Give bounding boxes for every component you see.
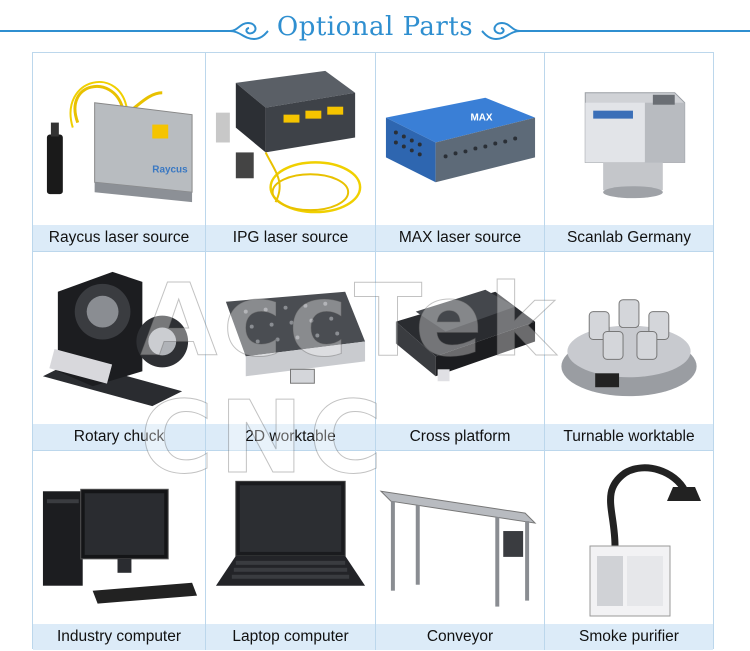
part-industry-computer: Industry computer xyxy=(33,451,206,650)
laptop-icon xyxy=(206,451,375,624)
part-raycus-laser-source: Raycus Raycus laser source xyxy=(33,53,206,252)
part-conveyor: Conveyor xyxy=(376,451,545,650)
part-label: Turnable worktable xyxy=(545,424,713,450)
header: Optional Parts xyxy=(0,0,750,52)
header-rule-right xyxy=(545,30,750,32)
scan-head-icon xyxy=(545,53,713,225)
parts-grid: Raycus Raycus laser source IPG laser sou… xyxy=(32,52,714,650)
swirl-ornament-right-icon xyxy=(481,21,548,41)
part-label: Scanlab Germany xyxy=(545,225,713,251)
laser-source-icon: MAX xyxy=(376,53,544,225)
part-smoke-purifier: Smoke purifier xyxy=(545,451,713,650)
rotary-chuck-icon xyxy=(33,252,205,424)
header-rule-left xyxy=(0,30,205,32)
laser-source-icon xyxy=(206,53,375,225)
part-turnable-worktable: Turnable worktable xyxy=(545,252,713,451)
part-ipg-laser-source: IPG laser source xyxy=(206,53,376,252)
turnable-worktable-icon xyxy=(545,252,713,424)
laser-source-icon: Raycus xyxy=(33,53,205,225)
part-label: Cross platform xyxy=(376,424,544,450)
part-cross-platform: Cross platform xyxy=(376,252,545,451)
part-label: 2D worktable xyxy=(206,424,375,450)
conveyor-icon xyxy=(376,451,544,624)
part-rotary-chuck: Rotary chuck xyxy=(33,252,206,451)
part-label: Rotary chuck xyxy=(33,424,205,450)
part-label: MAX laser source xyxy=(376,225,544,251)
part-label: Conveyor xyxy=(376,624,544,650)
svg-text:MAX: MAX xyxy=(470,113,492,124)
part-max-laser-source: MAX MAX laser source xyxy=(376,53,545,252)
part-2d-worktable: 2D worktable xyxy=(206,252,376,451)
part-label: Laptop computer xyxy=(206,624,375,650)
svg-text:Raycus: Raycus xyxy=(152,164,188,175)
part-label: IPG laser source xyxy=(206,225,375,251)
worktable-icon xyxy=(206,252,375,424)
part-scanlab-germany: Scanlab Germany xyxy=(545,53,713,252)
part-laptop-computer: Laptop computer xyxy=(206,451,376,650)
swirl-ornament-left-icon xyxy=(202,21,269,41)
part-label: Smoke purifier xyxy=(545,624,713,650)
part-label: Industry computer xyxy=(33,624,205,650)
part-label: Raycus laser source xyxy=(33,225,205,251)
cross-platform-icon xyxy=(376,252,544,424)
smoke-purifier-icon xyxy=(545,451,713,624)
page-title: Optional Parts xyxy=(276,12,474,42)
computer-icon xyxy=(33,451,205,624)
